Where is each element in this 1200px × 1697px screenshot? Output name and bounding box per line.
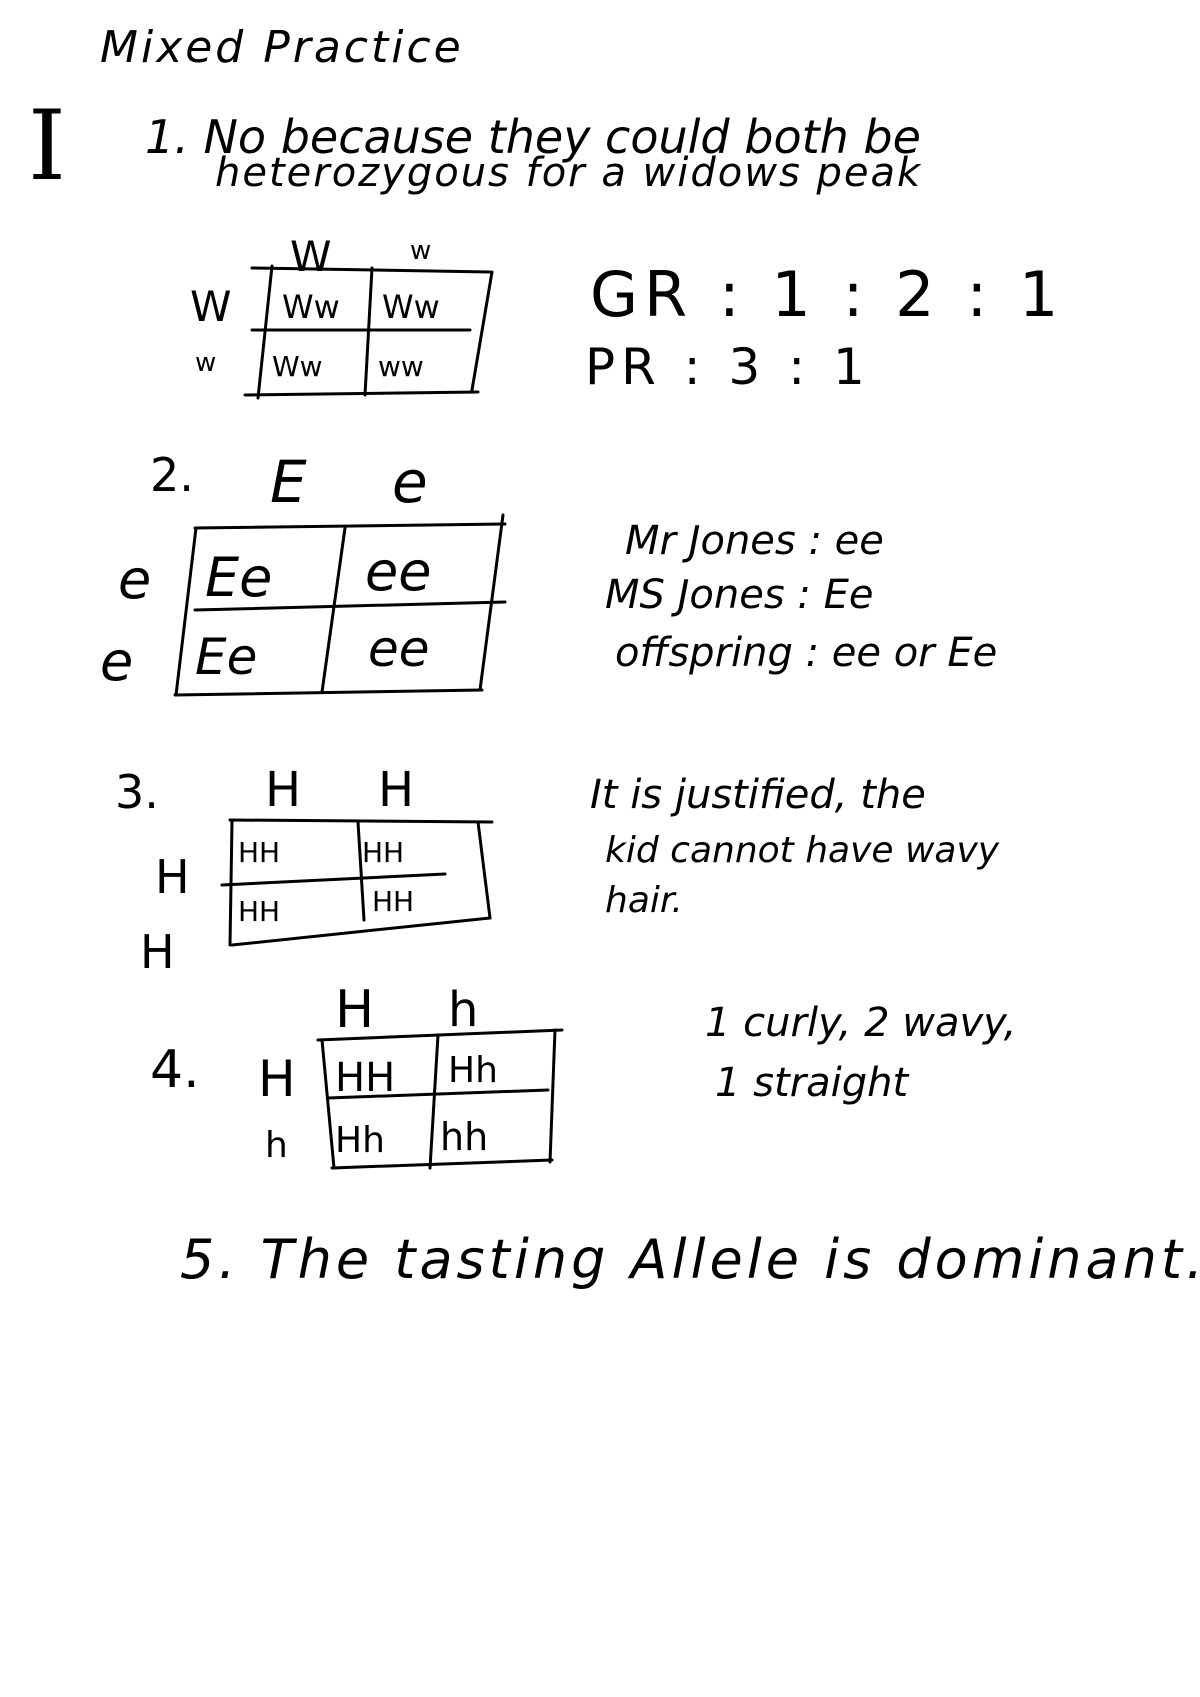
q2-grid-bottom	[173, 688, 484, 697]
q4-grid-mid	[326, 1088, 550, 1100]
q4-col-header-2: h	[448, 982, 479, 1038]
q1-col-header-2: w	[410, 236, 432, 266]
q1-genotype-ratio: GR : 1 : 2 : 1	[590, 258, 1065, 331]
q1-grid-center	[363, 266, 374, 397]
q3-punnett-square	[220, 818, 494, 947]
q1-number: 1.	[145, 110, 189, 164]
q2-row-header-2: e	[100, 630, 134, 693]
q3-note-line2: kid cannot have wavy	[605, 830, 1000, 871]
q1-cell-2-1: Ww	[272, 350, 323, 383]
q1-grid-left	[256, 264, 274, 400]
q2-cell-1-2: ee	[365, 540, 432, 603]
q3-note-line3: hair.	[605, 880, 683, 921]
q4-cell-1-1: HH	[335, 1055, 396, 1101]
q4-grid-bottom	[330, 1158, 554, 1170]
q4-cell-2-1: Hh	[335, 1120, 385, 1161]
q1-cell-1-1: Ww	[282, 288, 340, 326]
q1-punnett-square	[243, 264, 494, 400]
q1-row-header-2: w	[195, 348, 217, 378]
q3-row-header-1: H	[155, 850, 190, 904]
q4-note-line1: 1 curly, 2 wavy,	[705, 1000, 1017, 1046]
q3-col-header-2: H	[378, 762, 415, 818]
q2-mr-jones: Mr Jones : ee	[625, 518, 884, 564]
q4-grid-top	[316, 1028, 564, 1042]
q5-answer: 5. The tasting Allele is dominant.	[180, 1228, 1200, 1291]
q1-text-line1: No because they could both be	[203, 110, 921, 164]
q2-grid-top	[193, 522, 507, 530]
q1-cell-2-2: ww	[378, 350, 424, 383]
q4-cell-2-2: hh	[440, 1115, 489, 1159]
q1-cell-1-2: Ww	[382, 288, 440, 326]
q3-grid-right	[476, 820, 492, 920]
q1-phenotype-ratio: PR : 3 : 1	[585, 338, 871, 396]
q2-row-header-1: e	[118, 548, 152, 611]
q1-row-header-1: W	[190, 282, 232, 331]
q2-punnett-square	[173, 513, 507, 697]
q2-grid-mid	[193, 600, 507, 612]
q3-grid-left	[228, 820, 234, 947]
q1-col-header-1: W	[290, 232, 332, 281]
q4-grid-right	[548, 1028, 557, 1164]
q1-text-line2: heterozygous for a widows peak	[215, 150, 923, 196]
q4-row-header-2: h	[265, 1125, 288, 1166]
section-numeral: I	[28, 90, 66, 202]
q4-number: 4.	[150, 1040, 200, 1100]
q2-col-header-2: e	[392, 448, 428, 516]
q3-cell-1-2: HH	[362, 836, 405, 869]
q3-cell-2-1: HH	[238, 895, 281, 928]
q3-cell-2-2: HH	[372, 885, 415, 918]
q1-answer-line1: 1. No because they could both be	[145, 110, 921, 164]
q4-punnett-square	[316, 1028, 564, 1170]
q4-note-line2: 1 straight	[715, 1060, 909, 1106]
q4-row-header-1: H	[258, 1050, 296, 1108]
q3-row-header-2: H	[140, 925, 175, 979]
q3-cell-1-1: HH	[238, 836, 281, 869]
q4-cell-1-2: Hh	[448, 1050, 498, 1091]
q3-col-header-1: H	[265, 762, 302, 818]
q2-offspring: offspring : ee or Ee	[615, 630, 998, 676]
q4-col-header-1: H	[335, 980, 375, 1040]
q1-grid-bottom	[243, 390, 480, 397]
page-title: Mixed Practice	[100, 22, 464, 73]
q1-grid-right	[470, 270, 494, 392]
q2-number: 2.	[150, 448, 194, 502]
q2-grid-left	[174, 526, 198, 697]
q2-grid-right	[478, 513, 505, 692]
q2-col-header-1: E	[270, 448, 307, 516]
q3-grid-bottom	[230, 916, 492, 947]
q2-cell-1-1: Ee	[205, 546, 273, 609]
q3-number: 3.	[115, 765, 159, 819]
q2-ms-jones: MS Jones : Ee	[605, 572, 874, 618]
q3-grid-mid	[220, 872, 447, 887]
q4-grid-left	[320, 1038, 336, 1170]
q3-grid-top	[228, 818, 494, 824]
q2-cell-2-1: Ee	[195, 628, 258, 686]
q2-cell-2-2: ee	[368, 620, 430, 678]
q2-grid-center	[320, 526, 347, 694]
q3-note-line1: It is justified, the	[590, 772, 926, 818]
q4-grid-center	[428, 1033, 440, 1170]
q3-grid-center	[356, 820, 366, 922]
